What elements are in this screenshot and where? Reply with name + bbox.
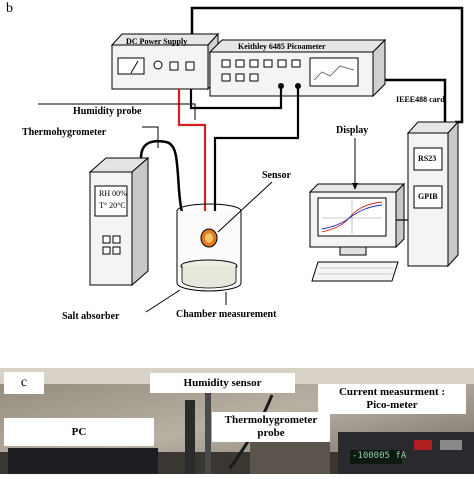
display-label: Display [336,125,369,136]
pointer-lines [38,103,356,313]
gpib-label: GPIB [418,192,438,201]
rs23-label: RS23 [418,154,437,163]
chamber-measurement-label: Chamber measurement [176,309,277,320]
panel-b-letter: b [6,1,13,16]
computer-tower [406,120,460,268]
thermohygrometer-probe-line2: probe [257,426,285,439]
picoammeter [208,38,387,98]
gpib-slot [413,185,443,209]
picoammeter-label: Keithley 6485 Picoameter [238,42,326,51]
terminal-left [278,83,284,89]
picoammeter-buttons [221,59,301,82]
meter-reading: -100005 fA [352,451,407,461]
terminal-right [295,83,301,89]
pc-monitor-photo [8,448,158,474]
sensor-stand-photo [185,400,195,474]
current-measurement-label: Current measurment : Pico-meter [318,384,466,414]
thermo-screen-rh: RH 00% [99,189,127,198]
ieee-wiring [190,6,464,124]
dc-power-supply-label: DC Power Supply [126,37,188,46]
computer-monitor [308,182,406,256]
thermo-screen-temp: T° 20°C [99,201,126,210]
measurement-chamber [176,203,242,292]
thermohygrometer-device [88,156,150,287]
rs23-slot [413,147,443,171]
keyboard [311,261,399,282]
current-measurement-line1: Current measurment : [338,386,446,398]
thermohygrometer-probe-label: Thermohygrometer probe [212,412,330,442]
sensor-label: Sensor [262,170,291,181]
thermohygrometer-probe-line1: Thermohygrometer [224,414,318,426]
power-supply-knob-icon [153,60,163,70]
thermo-buttons [102,235,121,255]
thermo-screen [94,185,128,217]
salt-absorber-label: Salt absorber [62,311,120,322]
power-supply-meter-icon [117,57,145,75]
panel-c-letter: c [4,372,44,394]
sensor-wires [177,87,300,232]
ieee-card-label: IEEE488 card [396,95,445,104]
photo-divider [0,348,474,368]
humidity-probe-label: Humidity probe [73,106,142,117]
thermohygrometer-label: Thermohygrometer [22,127,107,138]
current-measurement-line2: Pico-meter [366,398,418,411]
humidity-sensor-label: Humidity sensor [150,373,295,393]
pc-label: PC [4,418,154,446]
